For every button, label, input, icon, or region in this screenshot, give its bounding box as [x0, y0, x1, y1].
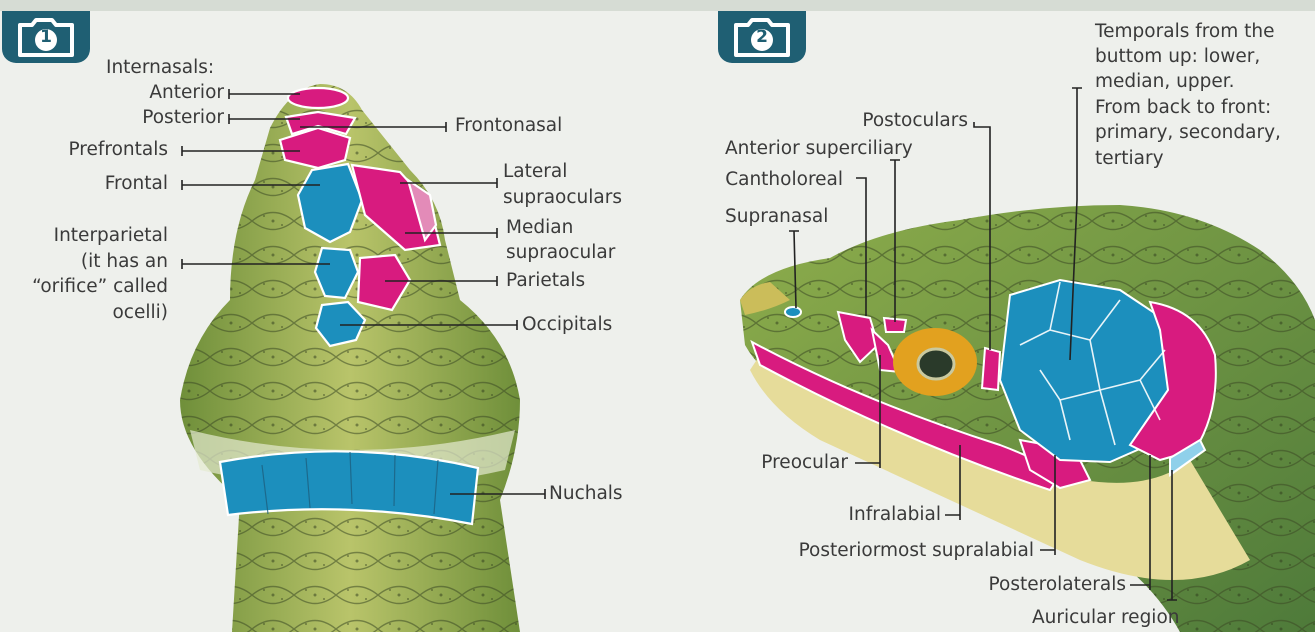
label-postoculars: Postoculars	[862, 110, 968, 132]
label-anterior: Anterior	[149, 82, 224, 104]
label-lateral-supraoculars-1: Lateral	[503, 161, 567, 183]
label-nuchals: Nuchals	[549, 483, 623, 505]
label-posteriormost-supralabial: Posteriormost supralabial	[799, 540, 1034, 562]
label-temporals-5: primary, secondary,	[1095, 122, 1281, 144]
anterior-internasal-scale	[288, 88, 348, 108]
label-temporals-1: Temporals from the	[1095, 21, 1275, 43]
label-interparietal-1: Interparietal	[54, 225, 168, 247]
label-anterior-superciliary: Anterior superciliary	[725, 138, 913, 160]
label-parietals: Parietals	[506, 270, 585, 292]
label-temporals-6: tertiary	[1095, 148, 1164, 170]
badge-number-2: 2	[754, 27, 770, 47]
label-cantholoreal: Cantholoreal	[725, 169, 843, 191]
supranasal-scale	[785, 307, 801, 317]
label-frontal: Frontal	[105, 173, 168, 195]
label-temporals-3: median, upper.	[1095, 71, 1235, 93]
label-auricular-region: Auricular region	[1032, 607, 1180, 629]
label-infralabial: Infralabial	[849, 504, 941, 526]
label-median-supraocular-1: Median	[506, 217, 573, 239]
badge-number-1: 1	[38, 27, 54, 47]
eye	[918, 349, 954, 379]
label-internasals: Internasals:	[106, 57, 214, 79]
postocular-scale	[982, 348, 1000, 390]
label-prefrontals: Prefrontals	[68, 139, 168, 161]
label-interparietal-3: “orifice” called	[32, 276, 168, 298]
label-lateral-supraoculars-2: supraoculars	[503, 187, 622, 209]
label-interparietal-2: (it has an	[81, 251, 168, 273]
label-temporals-4: From back to front:	[1095, 97, 1271, 119]
label-frontonasal: Frontonasal	[455, 115, 562, 137]
label-temporals-2: buttom up: lower,	[1095, 46, 1260, 68]
label-posterior: Posterior	[142, 107, 224, 129]
label-posterolaterals: Posterolaterals	[989, 574, 1126, 596]
camera-badge-1: 1	[2, 11, 90, 63]
label-occipitals: Occipitals	[522, 314, 612, 336]
label-interparietal-4: ocelli)	[112, 302, 168, 324]
camera-badge-2: 2	[718, 11, 806, 63]
label-preocular: Preocular	[761, 452, 848, 474]
label-median-supraocular-2: supraocular	[506, 242, 615, 264]
label-supranasal: Supranasal	[725, 206, 828, 228]
